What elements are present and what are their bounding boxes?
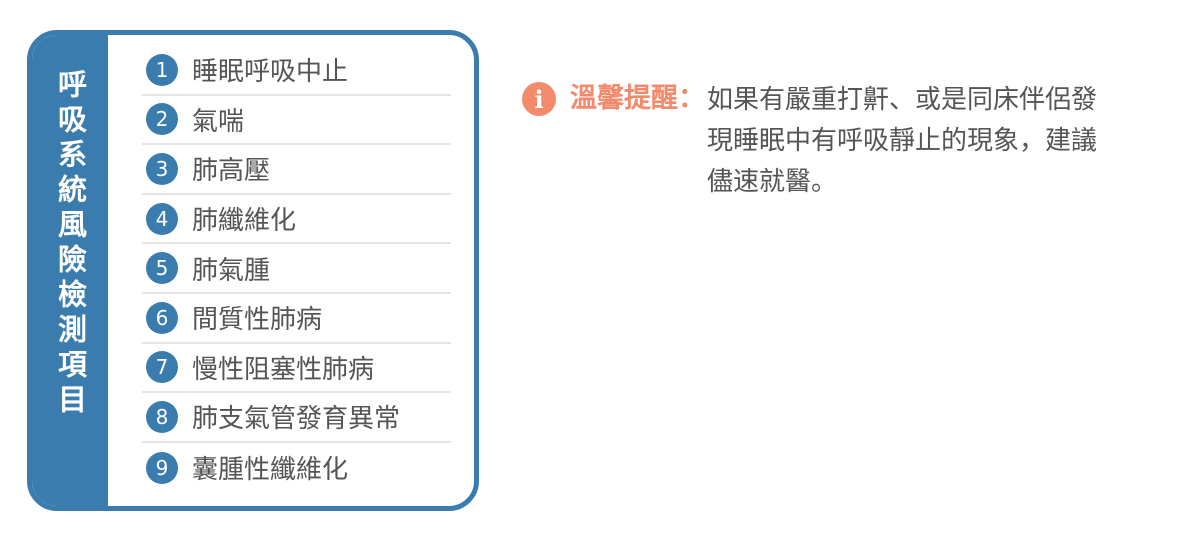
reminder-title: 溫馨提醒： — [570, 83, 705, 114]
card-title: 呼吸系統風險檢測項目 — [53, 69, 88, 419]
list-item: 6 間質性肺病 — [142, 294, 451, 344]
list-item: 3 肺高壓 — [142, 145, 451, 195]
list-item: 2 氣喘 — [142, 96, 451, 146]
reminder-body: 如果有嚴重打鼾、或是同床伴侶發 現睡眠中有呼吸靜止的現象，建議 儘速就醫。 — [707, 80, 1097, 203]
list-item: 5 肺氣腫 — [142, 244, 451, 294]
number-badge: 9 — [146, 451, 178, 484]
number-badge: 1 — [146, 53, 178, 86]
number-badge: 6 — [146, 301, 178, 334]
item-label: 慢性阻塞性肺病 — [192, 354, 375, 385]
number-badge: 5 — [146, 252, 178, 285]
info-icon: i — [522, 82, 556, 116]
risk-items-card: 呼吸系統風險檢測項目 1 睡眠呼吸中止 2 氣喘 3 肺高壓 4 肺纖維化 5 肺氣腫 6… — [27, 30, 479, 511]
reminder-note: i 溫馨提醒： 如果有嚴重打鼾、或是同床伴侶發 現睡眠中有呼吸靜止的現象，建議 … — [522, 80, 1097, 203]
item-label: 睡眠呼吸中止 — [192, 57, 349, 88]
item-label: 肺支氣管發育異常 — [192, 404, 401, 435]
item-label: 囊腫性纖維化 — [192, 455, 349, 486]
item-label: 間質性肺病 — [192, 305, 323, 336]
item-label: 肺纖維化 — [192, 206, 297, 237]
reminder-line: 現睡眠中有呼吸靜止的現象，建議 — [707, 126, 1098, 156]
list-item: 1 睡眠呼吸中止 — [142, 46, 451, 96]
risk-item-list: 1 睡眠呼吸中止 2 氣喘 3 肺高壓 4 肺纖維化 5 肺氣腫 6 間質性肺病 7 慢性阻塞… — [142, 46, 451, 492]
list-item: 8 肺支氣管發育異常 — [142, 393, 451, 443]
list-item: 9 囊腫性纖維化 — [142, 443, 451, 493]
number-badge: 7 — [146, 351, 178, 384]
number-badge: 4 — [146, 202, 178, 235]
number-badge: 3 — [146, 152, 178, 185]
item-label: 肺高壓 — [192, 156, 271, 187]
reminder-line: 儘速就醫。 — [707, 167, 838, 197]
item-label: 肺氣腫 — [192, 255, 271, 286]
number-badge: 8 — [146, 400, 178, 433]
number-badge: 2 — [146, 103, 178, 136]
list-item: 4 肺纖維化 — [142, 195, 451, 245]
reminder-line: 如果有嚴重打鼾、或是同床伴侶發 — [707, 85, 1098, 115]
list-item: 7 慢性阻塞性肺病 — [142, 344, 451, 394]
card-sidebar: 呼吸系統風險檢測項目 — [32, 35, 108, 506]
item-label: 氣喘 — [192, 106, 245, 137]
